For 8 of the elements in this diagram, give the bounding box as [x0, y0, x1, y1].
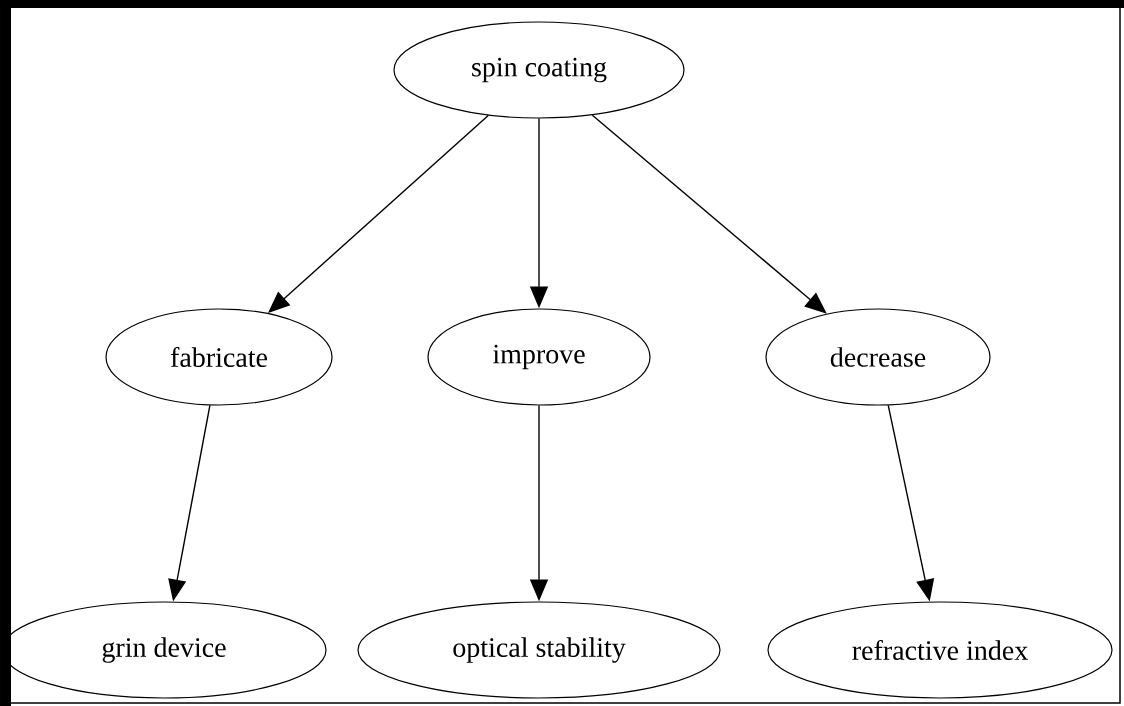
ellipse-node: optical stability: [357, 601, 721, 699]
arrow: [591, 114, 827, 314]
ellipse-node: fabricate: [105, 308, 333, 406]
ellipse-node: refractive index: [767, 601, 1113, 699]
ellipse-node: decrease: [765, 308, 991, 406]
ellipse-node: spin coating: [393, 21, 685, 119]
ellipse-node: grin device: [1, 601, 327, 699]
ellipse-node: improve: [427, 308, 651, 406]
